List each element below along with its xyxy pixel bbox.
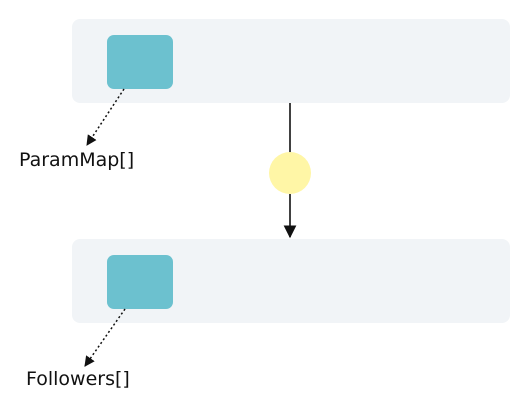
node-param-map[interactable] xyxy=(107,35,173,89)
dotted-link-bottom xyxy=(84,308,126,367)
param-map-label: ParamMap[] xyxy=(19,149,135,171)
circle-node[interactable] xyxy=(269,152,311,194)
node-followers[interactable] xyxy=(107,255,173,309)
dotted-link-top xyxy=(86,88,125,146)
followers-label: Followers[] xyxy=(26,368,130,390)
